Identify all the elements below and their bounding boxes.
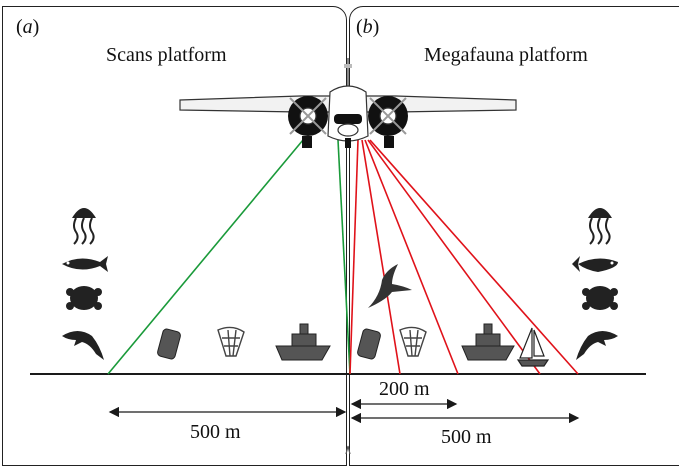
megafauna-line-inner xyxy=(361,139,401,375)
scans-line-nadir xyxy=(337,139,351,375)
panel-a-title: Scans platform xyxy=(106,44,227,66)
right-jellyfish-icon xyxy=(588,208,612,245)
left-dolphin-icon xyxy=(62,331,104,360)
megafauna-line-200 xyxy=(364,139,459,375)
panel-b-label: (b) xyxy=(356,16,380,38)
left-can-icon xyxy=(157,328,181,360)
right-can-icon xyxy=(357,328,381,360)
left-net-icon xyxy=(217,326,245,357)
megafauna-detection-lines xyxy=(349,139,579,375)
right-tuna-icon xyxy=(572,256,618,272)
megafauna-line-nadir xyxy=(349,139,359,375)
panel-a-label: (a) xyxy=(16,16,40,38)
megafauna-line-500 xyxy=(369,139,579,375)
right-dolphin-icon xyxy=(576,331,618,360)
left-jellyfish-icon xyxy=(72,208,96,245)
survey-diagram xyxy=(30,58,646,454)
left-500-label: 500 m xyxy=(190,421,241,443)
left-ship-icon xyxy=(275,323,331,361)
right-turtle-icon xyxy=(582,286,618,310)
centre-marker-icon xyxy=(345,445,351,454)
megafauna-line-wide xyxy=(367,139,541,375)
right-ship-icon xyxy=(461,323,515,361)
bird-icon xyxy=(368,264,412,308)
left-turtle-icon xyxy=(66,286,102,310)
left-tuna-icon xyxy=(62,256,108,272)
panel-b-title: Megafauna platform xyxy=(424,44,588,66)
scans-line-left xyxy=(107,139,304,375)
scans-detection-lines xyxy=(107,139,351,375)
aircraft-icon xyxy=(179,58,517,148)
right-500-label: 500 m xyxy=(441,426,492,448)
right-net-icon xyxy=(399,326,427,357)
right-sailboat-icon xyxy=(516,327,550,367)
right-200-label: 200 m xyxy=(379,378,430,400)
